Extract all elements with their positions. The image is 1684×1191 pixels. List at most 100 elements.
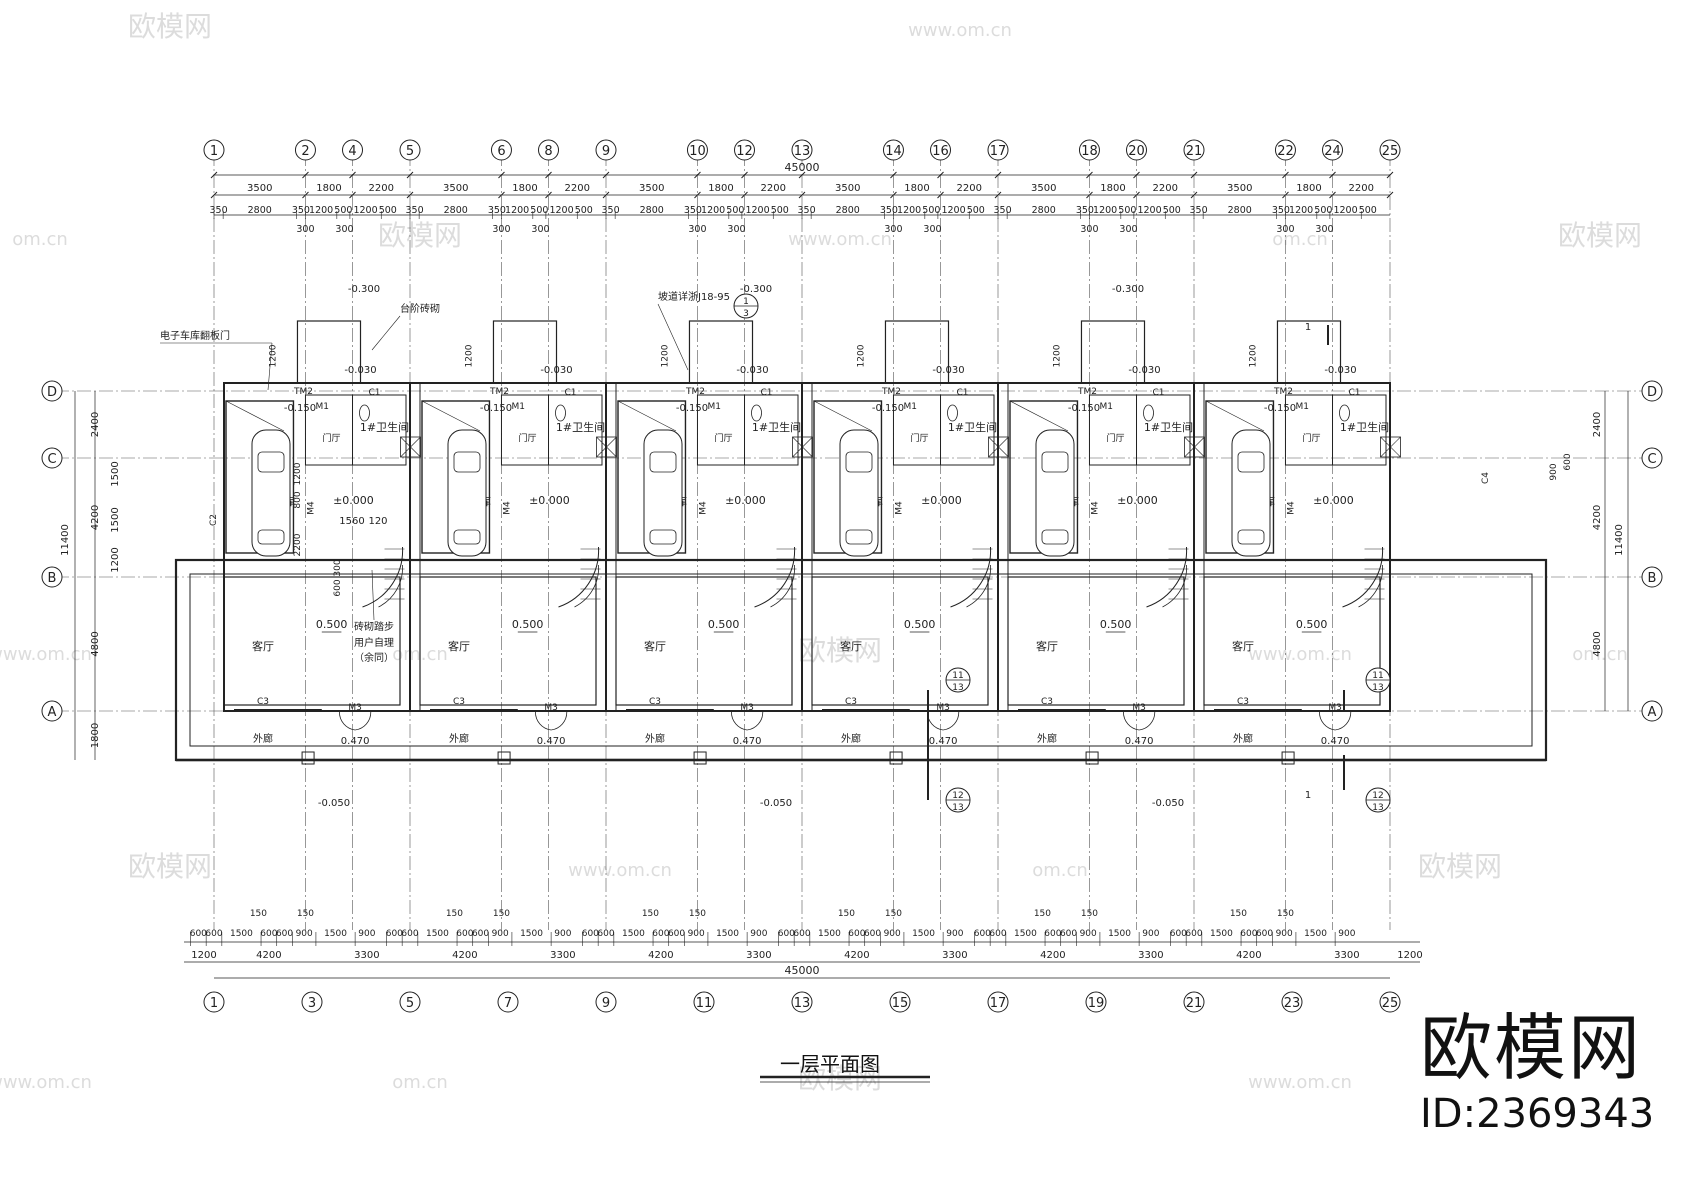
detail-ref-bottom: 13 bbox=[1372, 683, 1383, 693]
dim-bottom-row1: 600 bbox=[386, 929, 403, 939]
porch-label: 外廊 bbox=[645, 732, 665, 745]
dim-left: 1800 bbox=[90, 723, 101, 748]
door-tag-m4: M4 bbox=[698, 501, 708, 515]
dim-top-row2: 500 bbox=[1314, 205, 1332, 216]
door-tag-m4: M4 bbox=[1090, 501, 1100, 515]
axis-bubble-top bbox=[399, 139, 421, 161]
dim-bottom-row1: 900 bbox=[1338, 929, 1355, 939]
dim-top-row2: 500 bbox=[379, 205, 397, 216]
dim-bottom-row2: 3300 bbox=[1334, 950, 1359, 961]
level-entry: -0.030 bbox=[1128, 365, 1160, 376]
toilet-icon bbox=[555, 404, 566, 422]
door-tag-tm2: TM2 bbox=[293, 387, 313, 397]
axis-bubble-top bbox=[1379, 139, 1401, 161]
dim-top-row2: 2800 bbox=[444, 205, 468, 216]
axis-bubble-bottom bbox=[399, 991, 421, 1013]
axis-label-top: 6 bbox=[497, 144, 505, 159]
door-tag-m1: M1 bbox=[707, 402, 721, 412]
note-garage-door: 电子车库翻板门 bbox=[160, 329, 230, 342]
axis-label-left: B bbox=[48, 571, 57, 586]
dim-bottom-row1: 600 bbox=[778, 929, 795, 939]
bath-room bbox=[940, 394, 995, 466]
window-tag-c3: C3 bbox=[649, 697, 661, 707]
level-garage-front: -0.150 bbox=[1264, 403, 1296, 414]
detail-ref-bottom: 13 bbox=[952, 683, 963, 693]
window-tag-c1: C1 bbox=[564, 388, 576, 398]
axis-label-top: 1 bbox=[210, 144, 218, 159]
car-icon bbox=[447, 429, 487, 557]
dim-top-row2: 350 bbox=[1076, 205, 1094, 216]
window-tag-c1: C1 bbox=[1152, 388, 1164, 398]
porch-label: 外廊 bbox=[253, 732, 273, 745]
dim-top-row1: 1800 bbox=[512, 183, 537, 194]
level-porch: 0.470 bbox=[1321, 736, 1350, 747]
axis-label-right: D bbox=[1647, 385, 1657, 400]
section-mark: 1 bbox=[1305, 790, 1311, 801]
door-tag-m3: M3 bbox=[936, 703, 950, 713]
door-tag-m1: M1 bbox=[315, 402, 329, 412]
detail-ref-top: 12 bbox=[1372, 791, 1383, 801]
toilet-icon bbox=[751, 404, 762, 422]
dim-top-row2: 2800 bbox=[1228, 205, 1252, 216]
axis-bubble-top bbox=[791, 139, 813, 161]
dim-top-row1: 3500 bbox=[1031, 183, 1056, 194]
dim-top-row2: 1200 bbox=[701, 205, 725, 216]
axis-bubble-top bbox=[930, 139, 952, 161]
dim-bottom-row1: 1500 bbox=[520, 929, 543, 939]
dim-bottom-row1: 600 bbox=[1256, 929, 1273, 939]
entry-porch bbox=[884, 320, 950, 384]
living-label: 客厅 bbox=[252, 639, 274, 653]
dim-bottom-row1: 600 bbox=[597, 929, 614, 939]
window-tag-c1: C1 bbox=[1348, 388, 1360, 398]
living-label: 客厅 bbox=[1036, 639, 1058, 653]
window-tag-c1: C1 bbox=[956, 388, 968, 398]
dim-bottom-row1: 600 bbox=[472, 929, 489, 939]
dim-bottom-row1: 1500 bbox=[818, 929, 841, 939]
door-swing-m3 bbox=[1335, 711, 1352, 731]
porch-post bbox=[693, 751, 707, 765]
watermark-text: 欧模网 bbox=[128, 10, 212, 43]
axis-label-bottom: 7 bbox=[504, 996, 512, 1011]
axis-label-bottom: 19 bbox=[1088, 996, 1105, 1011]
door-swing-m3 bbox=[1139, 711, 1156, 731]
dim-bottom-row1: 600 bbox=[1185, 929, 1202, 939]
door-tag-tm2: TM2 bbox=[881, 387, 901, 397]
door-swing-m3 bbox=[551, 711, 568, 731]
dim-tick bbox=[694, 191, 701, 199]
axis-label-bottom: 17 bbox=[990, 996, 1007, 1011]
brand-id: ID:2369343 bbox=[1420, 1091, 1655, 1137]
dim-bottom-row1: 900 bbox=[1080, 929, 1097, 939]
dim-bottom-row1b: 150 bbox=[1277, 909, 1294, 919]
dim-top-row2: 1200 bbox=[1333, 205, 1357, 216]
dim-entry: 1200 bbox=[464, 344, 474, 367]
window-tag-c3: C3 bbox=[257, 697, 269, 707]
dim-bottom-row1: 600 bbox=[1044, 929, 1061, 939]
dim-top-row2: 1200 bbox=[1093, 205, 1117, 216]
stair-curve-inner bbox=[574, 564, 599, 608]
dim-bottom-row2: 3300 bbox=[550, 950, 575, 961]
axis-label-bottom: 5 bbox=[406, 996, 414, 1011]
dim-tick bbox=[406, 191, 414, 199]
plan-title: 一层平面图 bbox=[780, 1052, 880, 1076]
dim-tick bbox=[349, 171, 356, 179]
dim-bottom-row1b: 150 bbox=[446, 909, 463, 919]
dim-bottom-row1b: 150 bbox=[689, 909, 706, 919]
axis-bubble-top bbox=[987, 139, 1009, 161]
dim-entry: 1200 bbox=[1248, 344, 1258, 367]
level-entry: -0.030 bbox=[1324, 365, 1356, 376]
dim-tick bbox=[741, 171, 748, 179]
dim-tick bbox=[349, 191, 356, 199]
dim-top-row2: 1200 bbox=[549, 205, 573, 216]
dim-top-row2: 1200 bbox=[745, 205, 769, 216]
car-windshield-icon bbox=[453, 451, 481, 473]
dim-top-row1: 2200 bbox=[957, 183, 982, 194]
note-brick-step: 砖砌踏步 bbox=[354, 620, 394, 633]
porch-post bbox=[497, 751, 511, 765]
dim-top-row1: 1800 bbox=[1100, 183, 1125, 194]
leader-line bbox=[371, 569, 375, 621]
dim-tick bbox=[798, 191, 806, 199]
axis-bubble-bottom bbox=[1085, 991, 1107, 1013]
dim-tick bbox=[210, 171, 218, 179]
note-same: （余同） bbox=[354, 651, 394, 664]
dim-top-row1: 3500 bbox=[835, 183, 860, 194]
